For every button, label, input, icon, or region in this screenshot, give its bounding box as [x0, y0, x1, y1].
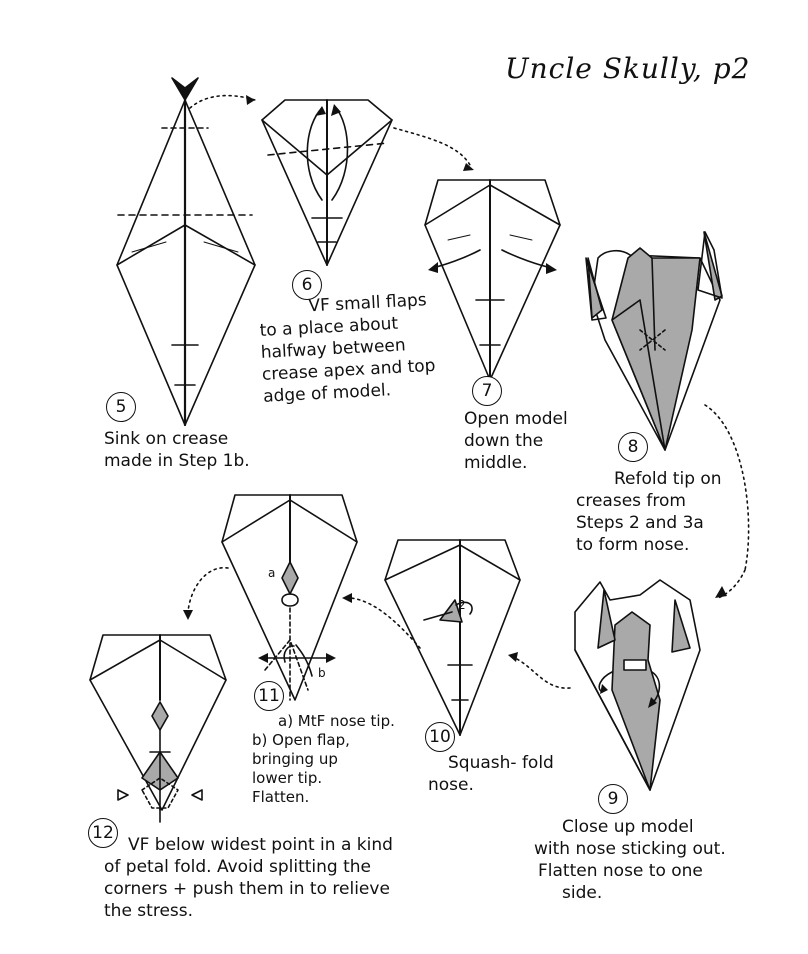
- dotted-arrow-5-to-6: [189, 94, 256, 109]
- step12-caption: VF below widest point in a kind of petal…: [104, 835, 393, 921]
- step11-caption: a) MtF nose tip. b) Open flap, bringing …: [252, 712, 395, 806]
- page-title: Uncle Skully, p2: [505, 52, 751, 85]
- step-number-badge: 5: [106, 392, 136, 422]
- dotted-arrow-8-to-9: [704, 404, 750, 571]
- dotted-arrow-10-to-11: [349, 597, 421, 649]
- step6-caption: VF small flaps to a place about halfway …: [259, 290, 436, 407]
- dotted-arrow-11-to-12: [187, 567, 229, 613]
- dotted-arrow-6-to-7: [393, 127, 471, 166]
- step-number-badge: 11: [254, 681, 284, 711]
- step-number-badge: 10: [425, 722, 455, 752]
- figure-label-b: b: [318, 666, 326, 680]
- step-number-badge: 9: [598, 784, 628, 814]
- step10-caption: Squash- fold nose.: [428, 753, 554, 795]
- step-number-badge: 7: [472, 376, 502, 406]
- step5-caption: Sink on crease made in Step 1b.: [104, 429, 250, 471]
- step12-figure: [89, 634, 227, 823]
- step-number-badge: 6: [292, 270, 322, 300]
- step10-figure: [384, 539, 521, 736]
- step7-figure: [424, 179, 561, 381]
- step7-caption: Open model down the middle.: [464, 409, 568, 473]
- step8-figure: [585, 231, 723, 451]
- step9-caption: Close up model with nose sticking out. F…: [534, 817, 726, 903]
- step5-figure: [116, 77, 256, 427]
- step9-figure: [574, 579, 701, 791]
- figure-label-a: a: [268, 566, 276, 580]
- figure-label-2: 2: [458, 598, 466, 612]
- dotted-arrow-9-to-10: [514, 657, 571, 689]
- step11-figure: [221, 494, 358, 701]
- step8-caption: Refold tip on creases from Steps 2 and 3…: [576, 469, 722, 555]
- step-number-badge: 8: [618, 432, 648, 462]
- step6-figure: [261, 99, 393, 266]
- step-number-badge: 12: [88, 818, 118, 848]
